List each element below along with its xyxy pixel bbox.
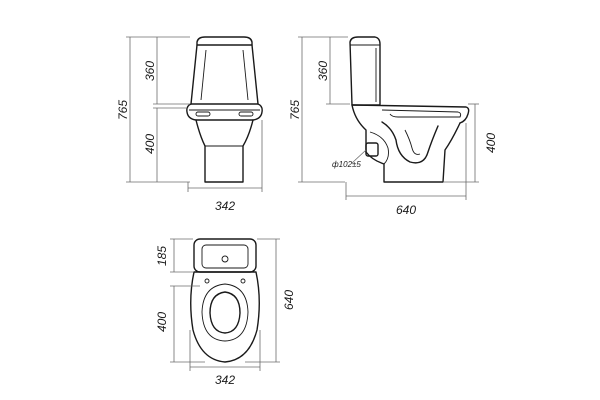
- side-bowl-height-label: 400: [484, 133, 498, 153]
- front-width-label: 342: [215, 199, 235, 213]
- front-view: 765 360 400 342: [116, 36, 263, 213]
- side-tank-height-label: 360: [316, 61, 330, 81]
- side-dimension-lines: [298, 36, 479, 200]
- side-length-label: 640: [396, 203, 416, 217]
- side-view: 765 360 400 640 ф102±5: [288, 36, 498, 217]
- top-view-outline: [190, 238, 260, 363]
- outlet-diameter-label: ф102±5: [332, 160, 361, 169]
- front-bowl-height-label: 400: [143, 134, 157, 154]
- side-total-height-label: 765: [288, 100, 302, 120]
- top-width-label: 342: [215, 373, 235, 387]
- front-tank-height-label: 360: [143, 61, 157, 81]
- top-dimension-lines: [170, 238, 280, 371]
- side-view-outline: [349, 36, 470, 183]
- front-view-outline: [186, 36, 263, 183]
- top-bowl-depth-label: 400: [155, 312, 169, 332]
- top-view: 185 400 640 342: [155, 238, 296, 387]
- front-dimension-lines: [126, 36, 263, 192]
- front-total-height-label: 765: [116, 100, 130, 120]
- top-length-label: 640: [282, 290, 296, 310]
- top-tank-depth-label: 185: [155, 246, 169, 266]
